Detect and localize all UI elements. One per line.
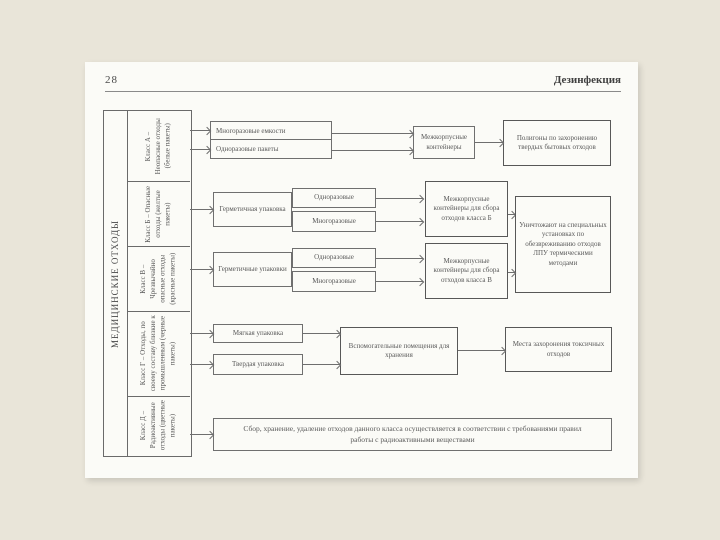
arrow-class-a-to-reusable (190, 130, 210, 131)
arrow-disposable-b-to-containers (376, 198, 423, 199)
arrow-reusable-b-to-containers (376, 221, 423, 222)
arrow-class-g-to-soft (190, 333, 213, 334)
scanned-page: 28 Дезинфекция МЕДИЦИНСКИЕ ОТХОДЫ Класс … (85, 62, 638, 478)
arrow-class-g-to-hard (190, 364, 213, 365)
hermetic-packaging-v: Герметичные упаковки (213, 252, 292, 287)
arrow-reusable-to-containers-a (332, 133, 413, 134)
hermetic-packaging-b: Герметичная упаковка (213, 192, 292, 227)
thermal-destruction-box: Уничтожают на специальных установках по … (515, 196, 611, 293)
class-a-packaging-box: Многоразовые емкости Одноразовые пакеты (210, 121, 332, 159)
root-label-cell: МЕДИЦИНСКИЕ ОТХОДЫ (104, 111, 128, 456)
root-label: МЕДИЦИНСКИЕ ОТХОДЫ (110, 219, 121, 348)
class-v-cell: Класс В – Чрезвычайно опасные отходы (кр… (127, 246, 190, 312)
arrow-class-v-to-hermetic (190, 269, 213, 270)
arrow-class-d-to-rule (190, 434, 213, 435)
arrow-containers-v-to-destroy (508, 272, 515, 273)
arrow-storage-to-burial (458, 350, 505, 351)
class-a-label: Класс А – Неопасные отходы (белые пакеты… (143, 117, 172, 175)
class-d-cell: Класс Д – Радиоактивные отходы (цветные … (127, 396, 190, 456)
page-number: 28 (105, 74, 118, 86)
disposable-v: Одноразовые (292, 248, 376, 268)
class-a-cell: Класс А – Неопасные отходы (белые пакеты… (127, 111, 190, 182)
auxiliary-storage-box: Вспомогательные помещения для хранения (340, 327, 458, 375)
arrow-containers-a-to-landfill (475, 142, 503, 143)
header-title: Дезинфекция (553, 74, 621, 86)
arrow-disposable-to-containers-a (332, 150, 413, 151)
class-v-label: Класс В – Чрезвычайно опасные отходы (кр… (138, 252, 177, 305)
disposable-b: Одноразовые (292, 188, 376, 208)
arrow-containers-b-to-destroy (508, 214, 515, 215)
header-rule (105, 91, 621, 92)
intercorpus-containers-b: Межкорпусные контейнеры для сбора отходо… (425, 181, 508, 237)
radioactive-rule-box: Сбор, хранение, удаление отходов данного… (213, 418, 612, 451)
reusable-b: Многоразовые (292, 211, 376, 232)
toxic-burial-box: Места захоронения токсичных отходов (505, 327, 612, 372)
arrow-class-a-to-disposable (190, 149, 210, 150)
reusable-containers-a: Многоразовые емкости (211, 122, 331, 140)
hard-packaging-g: Твердая упаковка (213, 354, 303, 375)
intercorpus-containers-a: Межкорпусные контейнеры (413, 126, 475, 159)
class-g-cell: Класс Г – Отходы, по своему составу близ… (127, 311, 190, 397)
waste-class-table: МЕДИЦИНСКИЕ ОТХОДЫ Класс А – Неопасные о… (103, 110, 192, 457)
arrow-disposable-v-to-containers (376, 258, 423, 259)
disposable-bags-a: Одноразовые пакеты (216, 145, 279, 153)
class-g-label: Класс Г – Отходы, по своему составу близ… (138, 315, 177, 392)
arrow-class-b-to-hermetic (190, 209, 213, 210)
class-b-cell: Класс Б – Опасные отходы (желтые пакеты) (127, 181, 190, 247)
arrow-soft-to-storage (303, 333, 340, 334)
arrow-hard-to-storage (303, 364, 340, 365)
reusable-v: Многоразовые (292, 271, 376, 292)
intercorpus-containers-v: Межкорпусные контейнеры для сбора отходо… (425, 243, 508, 299)
landfill-box: Полигоны по захоронению твердых бытовых … (503, 120, 611, 166)
class-d-label: Класс Д – Радиоактивные отходы (цветные … (138, 400, 177, 452)
arrow-reusable-v-to-containers (376, 281, 423, 282)
soft-packaging-g: Мягкая упаковка (213, 324, 303, 343)
class-b-label: Класс Б – Опасные отходы (желтые пакеты) (143, 185, 172, 242)
